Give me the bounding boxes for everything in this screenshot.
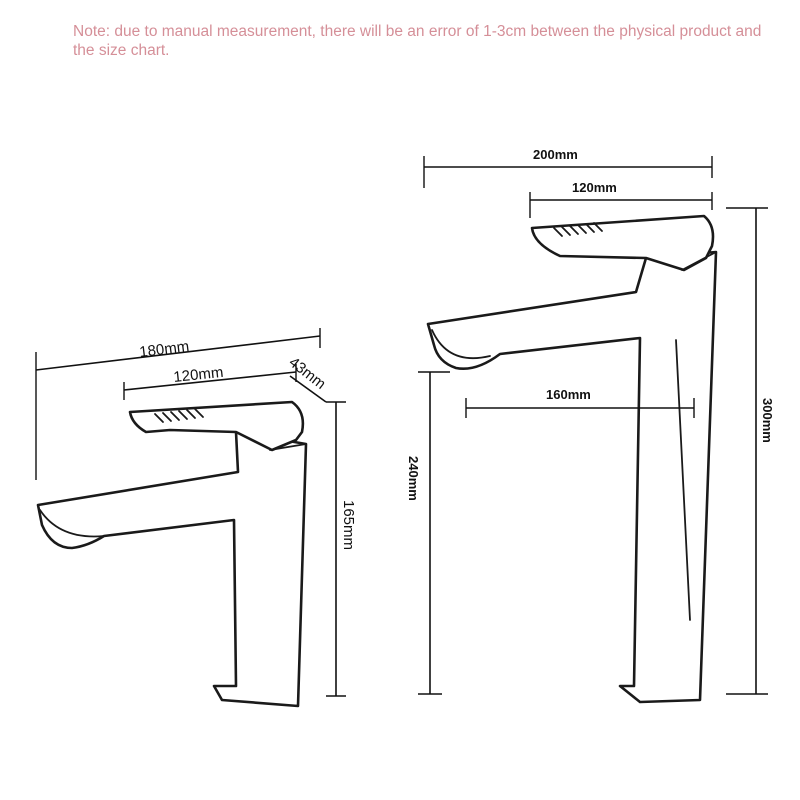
right-spout-label: 160mm (546, 387, 591, 402)
right-handle-grip-icon (553, 222, 603, 237)
left-faucet (36, 400, 308, 708)
left-handle-label: 120mm (173, 364, 225, 386)
left-spout-underside (39, 509, 105, 538)
right-faucet (426, 214, 718, 704)
right-faucet-handle (530, 214, 715, 272)
right-height-label: 300mm (760, 398, 775, 443)
left-dim-height: 165mm (326, 401, 357, 697)
left-faucet-body (36, 430, 308, 708)
left-faucet-handle (128, 400, 305, 452)
measurement-note: Note: due to manual measurement, there w… (73, 23, 762, 59)
left-dim-width: 180mm (35, 328, 321, 480)
right-spout-height-label: 240mm (406, 456, 421, 501)
left-handle-depth-label: 43mm (286, 354, 329, 393)
right-spout-underside (431, 329, 491, 360)
left-dim-handle-depth: 43mm (286, 354, 329, 403)
right-faucet-body (426, 250, 718, 704)
right-dim-spout-height: 240mm (406, 371, 450, 695)
left-handle-grip-icon (154, 408, 204, 423)
left-height-label: 165mm (340, 500, 357, 550)
right-dim-spout: 160mm (465, 387, 695, 418)
right-handle-label: 120mm (572, 180, 617, 195)
right-dim-width: 200mm (423, 147, 713, 188)
right-dim-handle: 120mm (529, 180, 713, 218)
left-width-label: 180mm (138, 338, 190, 361)
left-dim-handle: 120mm (123, 364, 297, 400)
right-dim-height: 300mm (726, 207, 775, 695)
right-width-label: 200mm (533, 147, 578, 162)
